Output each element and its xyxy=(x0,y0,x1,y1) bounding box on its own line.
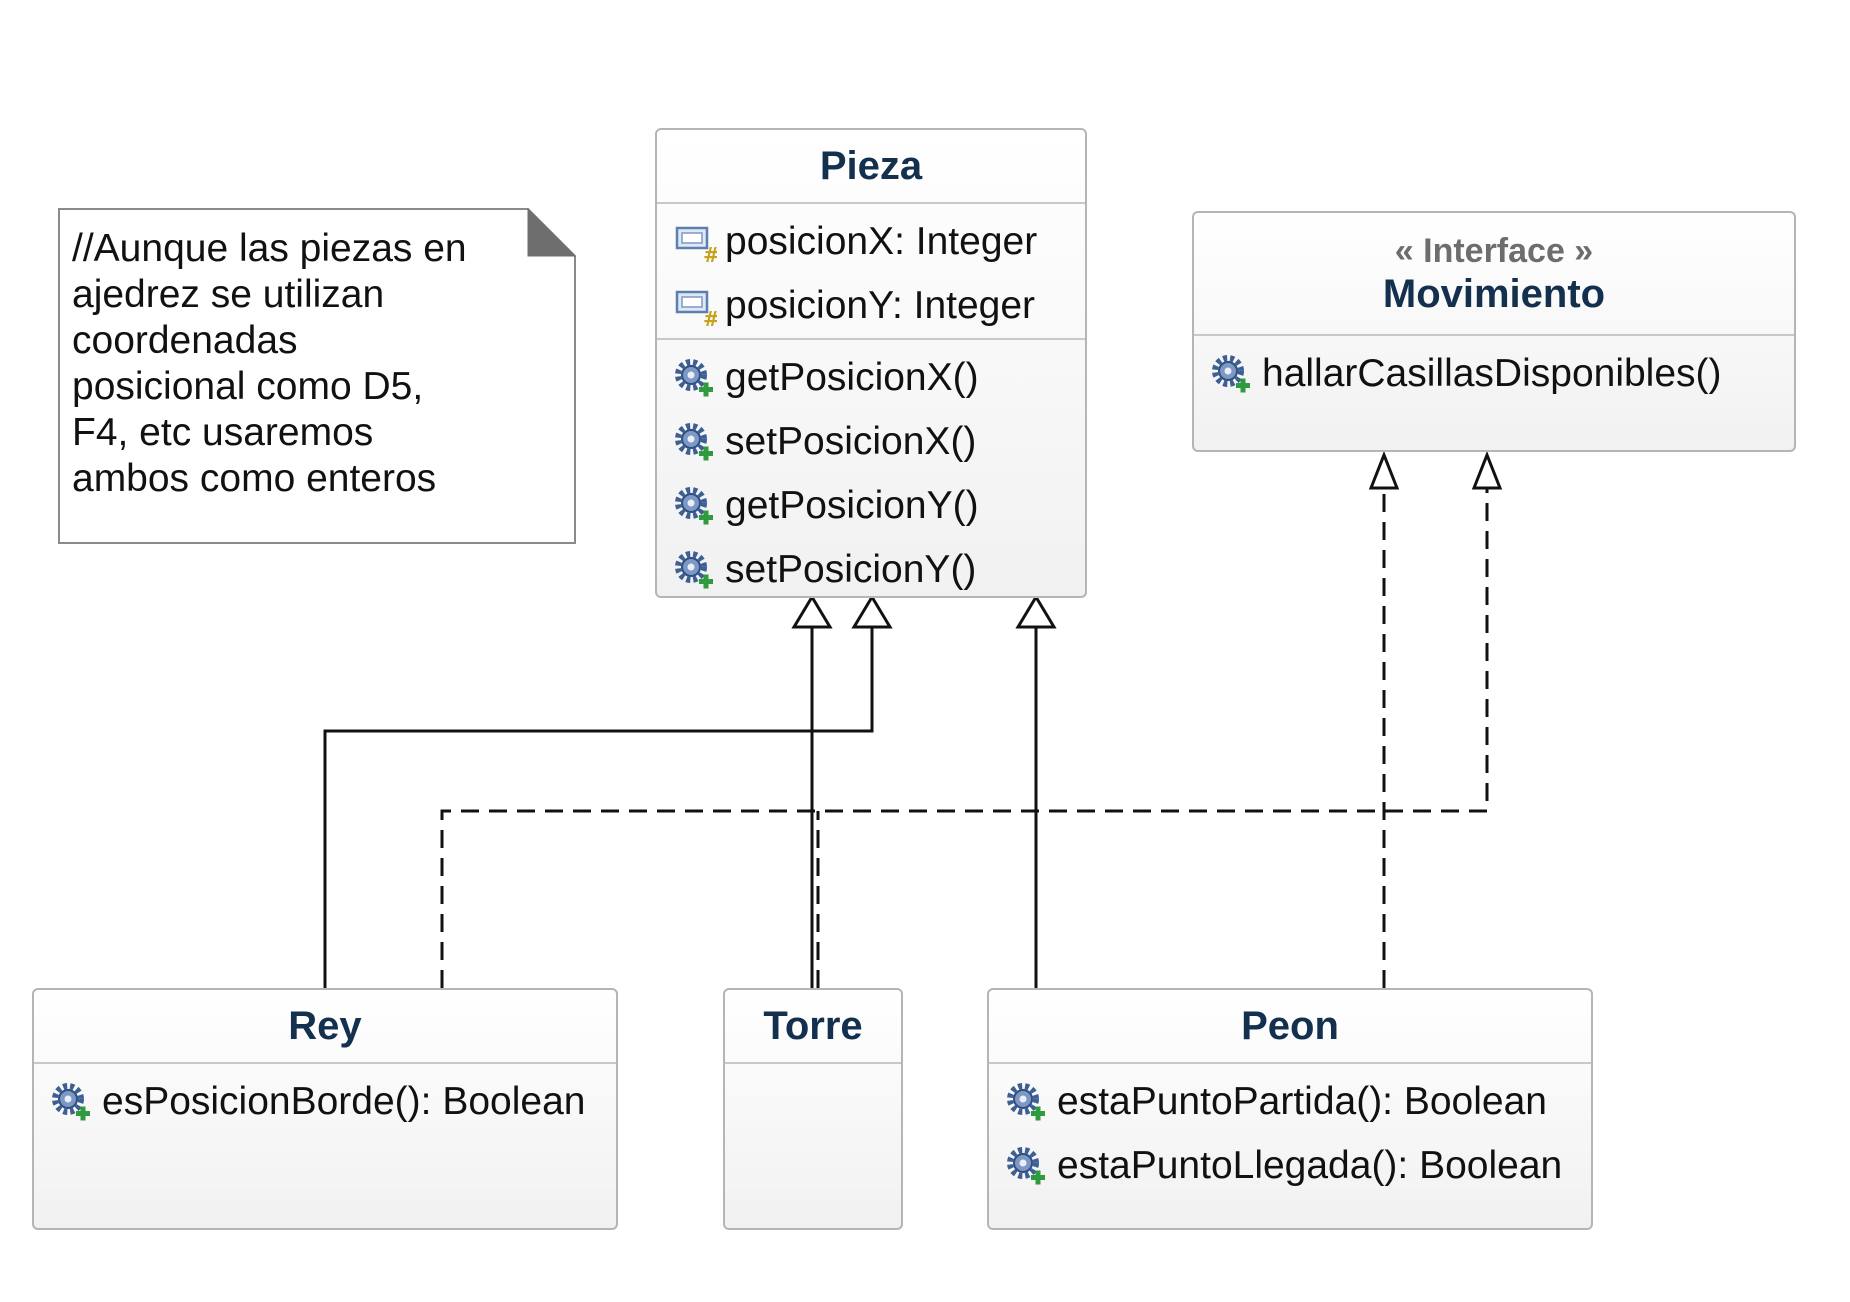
generalization-rey-pieza xyxy=(323,627,874,988)
svg-text:#: # xyxy=(703,243,717,264)
arrowhead-torre xyxy=(791,594,833,629)
attribute-row[interactable]: # posicionX: Integer xyxy=(657,210,1085,274)
svg-text:#: # xyxy=(703,307,717,328)
class-pieza-name: Pieza xyxy=(819,143,923,188)
class-pieza-header: Pieza xyxy=(657,130,1085,204)
class-rey-operations: esPosicionBorde(): Boolean xyxy=(34,1064,616,1134)
operation-label: setPosicionX() xyxy=(725,420,977,463)
class-pieza-operations: getPosicionX() setPosicionX() xyxy=(657,340,1085,596)
operation-label: esPosicionBorde(): Boolean xyxy=(102,1080,586,1123)
operation-label: estaPuntoPartida(): Boolean xyxy=(1057,1080,1547,1123)
realization-rey-movimiento xyxy=(440,488,1489,988)
arrowhead-rey xyxy=(851,594,893,629)
operation-row[interactable]: hallarCasillasDisponibles() xyxy=(1194,342,1794,406)
public-method-gear-icon xyxy=(675,423,713,461)
class-rey[interactable]: Rey esPosicionBorde(): Boolean xyxy=(32,988,618,1230)
class-peon[interactable]: Peon estaPuntoPartida(): Boolean xyxy=(987,988,1593,1230)
class-peon-name: Peon xyxy=(1241,1003,1339,1048)
comment-note[interactable]: //Aunque las piezas en ajedrez se utiliz… xyxy=(58,208,576,544)
public-method-gear-icon xyxy=(52,1083,90,1121)
class-peon-operations: estaPuntoPartida(): Boolean estaPuntoLle… xyxy=(989,1064,1591,1198)
interface-movimiento-operations: hallarCasillasDisponibles() xyxy=(1194,336,1794,406)
interface-movimiento-header: « Interface » Movimiento xyxy=(1194,213,1794,336)
operation-label: getPosicionY() xyxy=(725,484,979,527)
operation-row[interactable]: setPosicionX() xyxy=(657,410,1085,474)
operation-row[interactable]: estaPuntoLlegada(): Boolean xyxy=(989,1134,1591,1198)
note-shape xyxy=(58,208,576,544)
realization-arrowheads xyxy=(1368,450,1503,490)
operation-row[interactable]: setPosicionY() xyxy=(657,538,1085,596)
operation-row[interactable]: esPosicionBorde(): Boolean xyxy=(34,1070,616,1134)
class-torre[interactable]: Torre xyxy=(723,988,903,1230)
note-text: //Aunque las piezas en ajedrez se utiliz… xyxy=(72,227,467,500)
class-rey-name: Rey xyxy=(288,1003,362,1048)
public-method-gear-icon xyxy=(675,551,713,589)
public-method-gear-icon xyxy=(1007,1147,1045,1185)
class-torre-name: Torre xyxy=(763,1003,863,1048)
class-torre-header: Torre xyxy=(725,990,901,1064)
public-method-gear-icon xyxy=(1212,355,1250,393)
class-pieza[interactable]: Pieza # posicionX: Integer # posicionY: … xyxy=(655,128,1087,598)
protected-field-icon: # xyxy=(675,226,717,264)
class-torre-operations xyxy=(725,1064,901,1070)
class-peon-header: Peon xyxy=(989,990,1591,1064)
attribute-row[interactable]: # posicionY: Integer xyxy=(657,274,1085,338)
attribute-label: posicionY: Integer xyxy=(725,284,1036,327)
class-pieza-attributes: # posicionX: Integer # posicionY: Intege… xyxy=(657,204,1085,340)
public-method-gear-icon xyxy=(1007,1083,1045,1121)
interface-movimiento[interactable]: « Interface » Movimiento hallarCasillasD… xyxy=(1192,211,1796,452)
interface-movimiento-name: Movimiento xyxy=(1382,272,1606,316)
attribute-label: posicionX: Integer xyxy=(725,220,1038,263)
generalization-arrowheads xyxy=(791,594,1057,629)
operation-row[interactable]: getPosicionY() xyxy=(657,474,1085,538)
operation-label: hallarCasillasDisponibles() xyxy=(1262,352,1722,395)
class-rey-header: Rey xyxy=(34,990,616,1064)
operation-row[interactable]: getPosicionX() xyxy=(657,346,1085,410)
operation-label: setPosicionY() xyxy=(725,548,977,591)
public-method-gear-icon xyxy=(675,359,713,397)
operation-label: getPosicionX() xyxy=(725,356,979,399)
operation-row[interactable]: estaPuntoPartida(): Boolean xyxy=(989,1070,1591,1134)
arrowhead-peon xyxy=(1015,594,1057,629)
arrowhead-peon-interface xyxy=(1368,450,1400,490)
protected-field-icon: # xyxy=(675,290,717,328)
interface-stereotype: « Interface » xyxy=(1394,232,1594,270)
operation-label: estaPuntoLlegada(): Boolean xyxy=(1057,1144,1563,1187)
public-method-gear-icon xyxy=(675,487,713,525)
arrowhead-rey-interface xyxy=(1471,450,1503,490)
